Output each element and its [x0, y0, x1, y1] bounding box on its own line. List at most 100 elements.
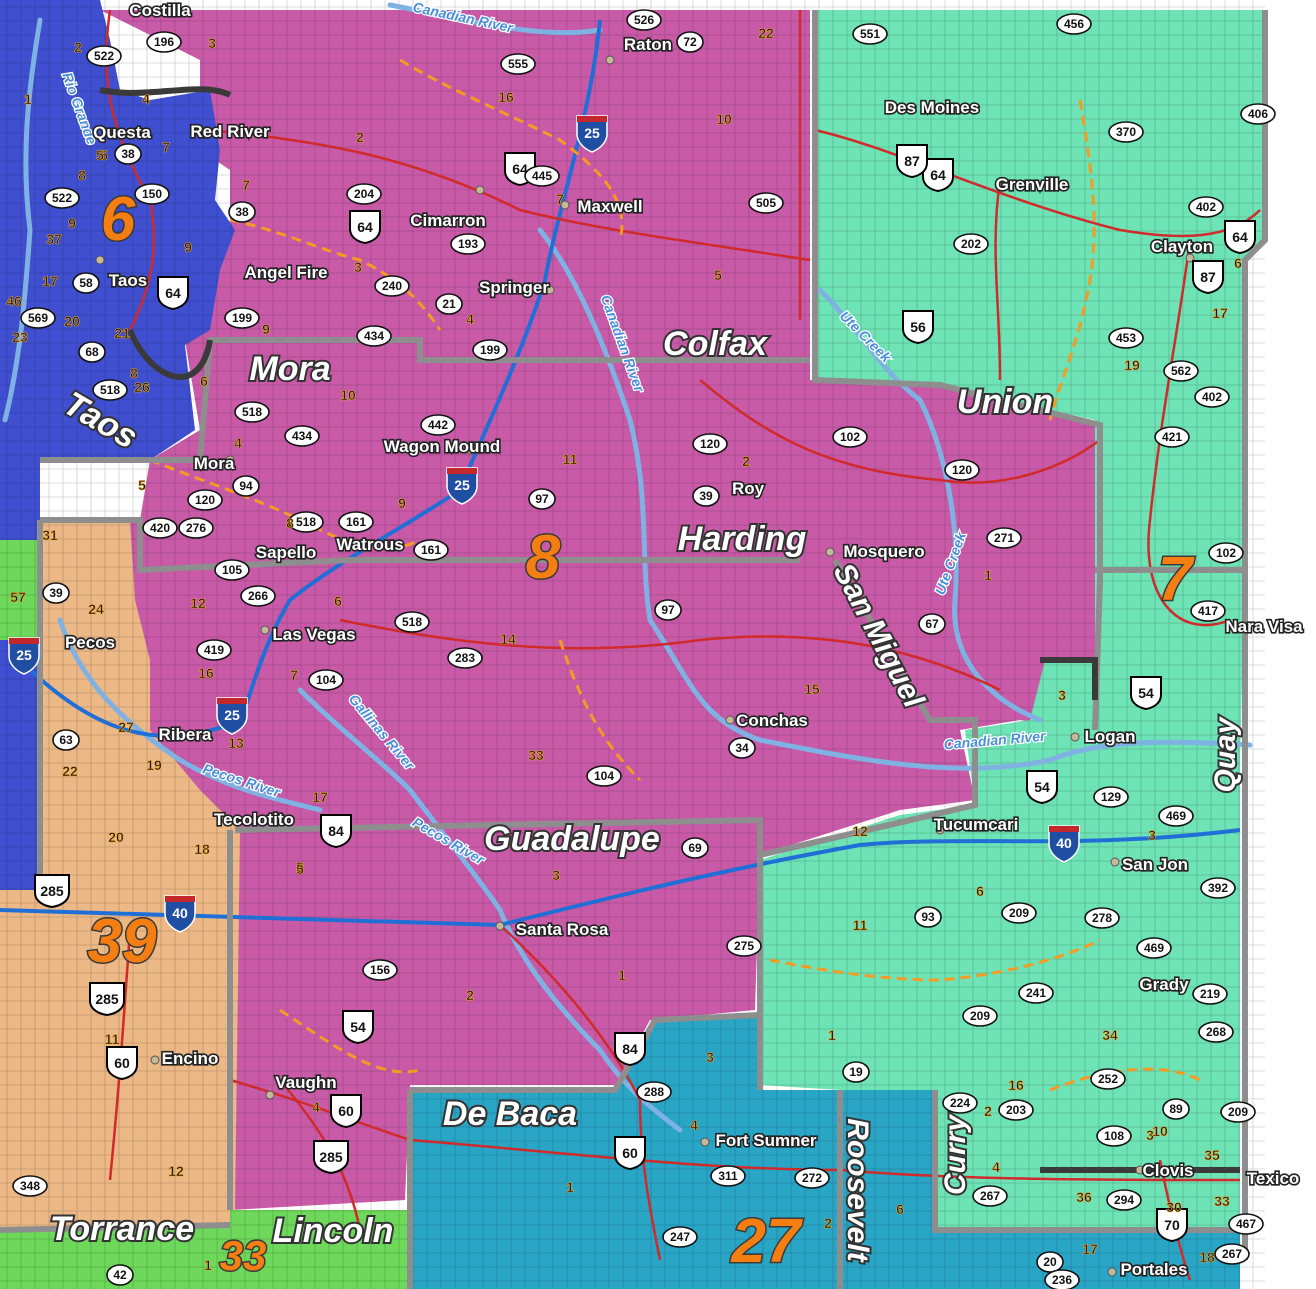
- state-route-number: 236: [1052, 1273, 1072, 1287]
- state-route-marker: 58: [72, 272, 100, 294]
- unit-number: 6: [896, 1201, 904, 1217]
- state-route-marker: 267: [972, 1185, 1008, 1207]
- unit-number: 3: [706, 1049, 714, 1065]
- svg-text:60: 60: [114, 1055, 130, 1071]
- state-route-number: 19: [849, 1065, 863, 1079]
- unit-number: 12: [852, 823, 868, 839]
- svg-text:285: 285: [319, 1149, 343, 1165]
- state-route-number: 69: [688, 841, 702, 855]
- svg-text:285: 285: [95, 991, 119, 1007]
- town-san-jon: San Jon: [1122, 855, 1188, 874]
- interstate-shield: 25: [216, 697, 248, 735]
- us-route-shield: 64: [157, 276, 189, 311]
- unit-number: 4: [234, 435, 242, 451]
- state-route-number: 445: [532, 169, 552, 183]
- state-route-number: 420: [150, 521, 170, 535]
- unit-number: 2: [466, 987, 474, 1003]
- state-route-marker: 505: [748, 192, 784, 214]
- town-dots: [95, 55, 1195, 1277]
- state-route-marker: 406: [1240, 103, 1276, 125]
- town-tucumcari: Tucumcari: [934, 815, 1019, 834]
- state-route-marker: 278: [1084, 907, 1120, 929]
- state-route-number: 39: [49, 586, 63, 600]
- state-route-marker: 209: [962, 1005, 998, 1027]
- unit-number: 7: [556, 191, 564, 207]
- svg-text:40: 40: [172, 905, 188, 921]
- town-red-river: Red River: [190, 122, 270, 141]
- unit-number: 4: [992, 1159, 1000, 1175]
- state-route-marker: 120: [944, 459, 980, 481]
- town-angel-fire: Angel Fire: [244, 263, 327, 282]
- state-route-number: 402: [1196, 200, 1216, 214]
- us-route-shield: 64: [349, 210, 381, 245]
- us-route-shield: 60: [614, 1136, 646, 1171]
- rivers: [2, 2, 1253, 1133]
- state-route-marker: 522: [86, 45, 122, 67]
- county-label-mora: Mora: [249, 350, 330, 388]
- state-route-number: 522: [52, 191, 72, 205]
- state-route-number: 402: [1202, 390, 1222, 404]
- unit-number: 22: [758, 25, 774, 41]
- unit-number: 17: [42, 273, 58, 289]
- unit-number: 5: [100, 147, 108, 163]
- interstate-shield: 40: [1048, 825, 1080, 863]
- unit-number: 6: [976, 883, 984, 899]
- state-route-number: 252: [1098, 1072, 1118, 1086]
- unit-number: 3: [552, 867, 560, 883]
- unit-number: 5: [296, 859, 304, 875]
- town-costilla: Costilla: [129, 1, 191, 20]
- us-route-shield: 64: [922, 158, 954, 193]
- county-label-lincoln: Lincoln: [273, 1212, 394, 1250]
- svg-text:64: 64: [357, 219, 373, 235]
- unit-number: 4: [142, 91, 150, 107]
- state-route-marker: 272: [794, 1167, 830, 1189]
- unit-number: 8: [286, 515, 294, 531]
- town-grady: Grady: [1139, 975, 1189, 994]
- state-route-marker: 456: [1056, 13, 1092, 35]
- svg-text:40: 40: [1056, 835, 1072, 851]
- state-route-number: 283: [455, 651, 475, 665]
- county-label-colfax: Colfax: [663, 325, 769, 363]
- unit-number: 1: [828, 1027, 836, 1043]
- state-route-number: 526: [634, 13, 654, 27]
- town-wagon-mound: Wagon Mound: [384, 437, 500, 456]
- state-route-marker: 38: [114, 143, 142, 165]
- unit-number: 16: [498, 89, 514, 105]
- state-route-marker: 120: [187, 489, 223, 511]
- us-route-shield: 285: [34, 874, 70, 909]
- state-route-marker: 267: [1214, 1243, 1250, 1265]
- unit-number: 3: [354, 259, 362, 275]
- highways: [105, 9, 1261, 1281]
- unit-number: 7: [162, 139, 170, 155]
- state-route-marker: 104: [308, 669, 344, 691]
- state-route-number: 219: [1200, 987, 1220, 1001]
- unit-number: 17: [312, 789, 328, 805]
- unit-number: 2: [742, 453, 750, 469]
- unit-number: 1: [984, 567, 992, 583]
- state-route-marker: 209: [1220, 1101, 1256, 1123]
- unit-number: 20: [64, 313, 80, 329]
- town-fort-sumner: Fort Sumner: [715, 1131, 816, 1150]
- state-route-number: 518: [402, 615, 422, 629]
- unit-number: 17: [1082, 1241, 1098, 1257]
- region-number-33: 33: [220, 1232, 267, 1279]
- unit-number: 23: [12, 329, 28, 345]
- svg-text:84: 84: [622, 1041, 638, 1057]
- svg-text:54: 54: [350, 1019, 366, 1035]
- interstate-shields: 25 25 25 25 40 40: [8, 115, 1080, 933]
- unit-number: 33: [1214, 1193, 1230, 1209]
- unit-number: 16: [1008, 1077, 1024, 1093]
- region-number-7: 7: [1158, 545, 1195, 614]
- unit-number: 31: [42, 527, 58, 543]
- unit-number: 30: [1166, 1199, 1182, 1215]
- unit-number: 14: [500, 631, 516, 647]
- state-route-marker: 275: [726, 935, 762, 957]
- state-route-marker: 94: [232, 475, 260, 497]
- town-nara-visa: Nara Visa: [1225, 617, 1303, 636]
- unit-number: 7: [290, 667, 298, 683]
- county-label-union: Union: [957, 383, 1053, 421]
- us-route-shield: 285: [313, 1140, 349, 1175]
- state-route-marker: 202: [953, 233, 989, 255]
- unit-number: 37: [46, 231, 62, 247]
- state-route-number: 392: [1208, 881, 1228, 895]
